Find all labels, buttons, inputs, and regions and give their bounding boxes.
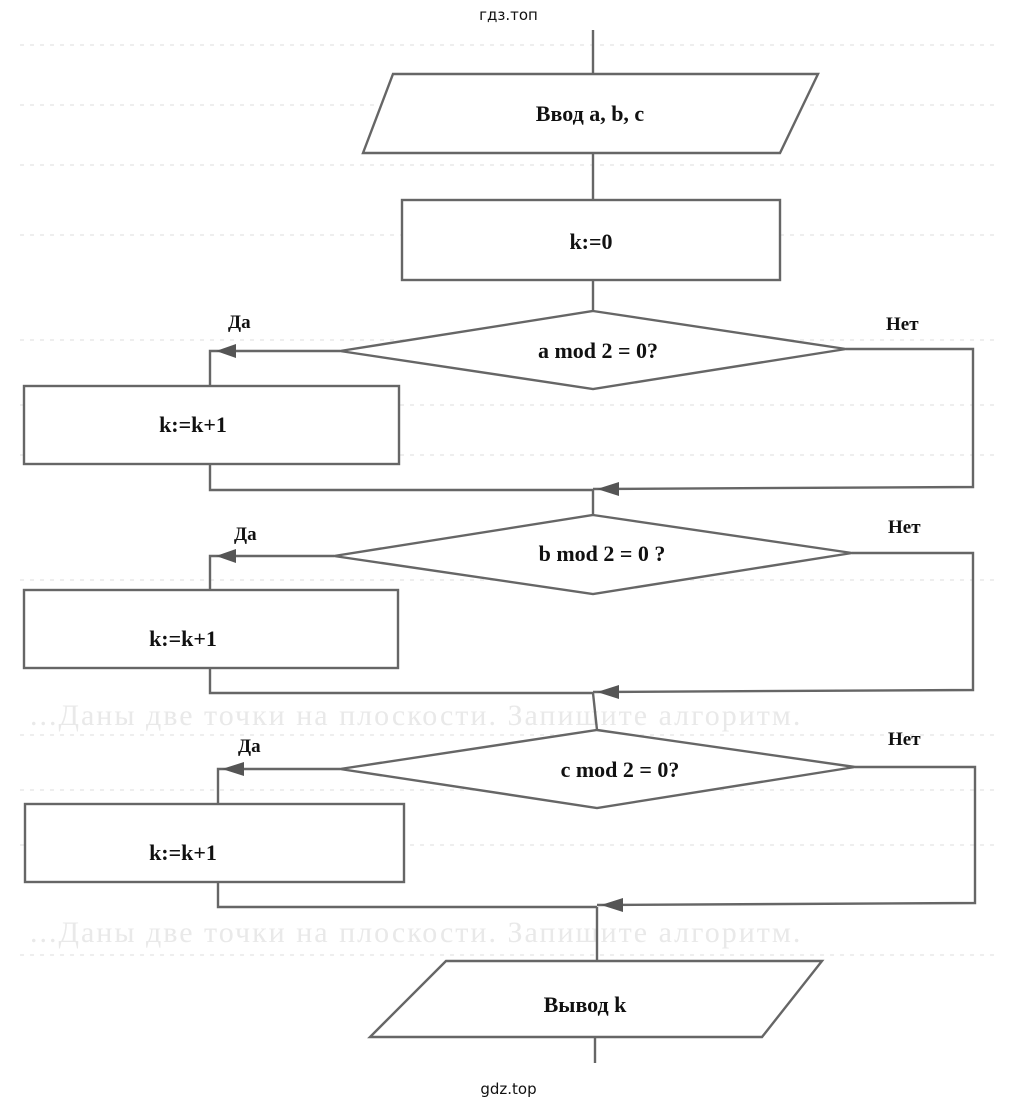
ghost-text-2: ...Даны две точки на плоскости. Запишите… <box>30 916 802 949</box>
init-block: k:=0 <box>400 198 782 282</box>
arrow-left-icon <box>597 685 619 699</box>
action-b-block <box>22 588 400 670</box>
output-block: Вывод k <box>367 959 825 1039</box>
arrow-left-icon <box>222 762 244 776</box>
decision-a-condition: a mod 2 = 0? <box>538 338 658 363</box>
action-b-label: k:=k+1 <box>149 626 217 651</box>
decision-b-no-label: Нет <box>888 517 921 538</box>
action-a-label: k:=k+1 <box>159 412 227 437</box>
decision-a-no-label: Нет <box>886 314 919 335</box>
decision-b-condition: b mod 2 = 0 ? <box>539 541 666 566</box>
action-c-block <box>23 802 406 884</box>
decision-a-yes-label: Да <box>228 312 251 333</box>
decision-c-condition: c mod 2 = 0? <box>561 757 680 782</box>
output-label: Вывод k <box>544 992 628 1017</box>
ghost-text-1: ...Даны две точки на плоскости. Запишите… <box>30 699 802 732</box>
input-block: Ввод a, b, c <box>361 72 820 155</box>
watermark-bottom: gdz.top <box>480 1080 537 1098</box>
decision-c: c mod 2 = 0? Да Нет k:=k+1 <box>23 728 977 912</box>
arrow-left-icon <box>597 482 619 496</box>
action-a-block <box>22 384 401 466</box>
input-label: Ввод a, b, c <box>536 101 645 126</box>
decision-b-yes-label: Да <box>234 524 257 545</box>
decision-c-no-label: Нет <box>888 729 921 750</box>
arrow-left-icon <box>601 898 623 912</box>
connector-d2-d3 <box>591 692 599 731</box>
action-c-label: k:=k+1 <box>149 840 217 865</box>
init-label: k:=0 <box>569 229 612 254</box>
arrow-left-icon <box>216 344 236 358</box>
decision-a: a mod 2 = 0? Да Нет k:=k+1 <box>22 309 975 496</box>
decision-c-yes-label: Да <box>238 736 261 757</box>
arrow-left-icon <box>216 549 236 563</box>
watermark-top: гдз.топ <box>479 6 538 24</box>
decision-b: b mod 2 = 0 ? Да Нет k:=k+1 <box>22 513 975 699</box>
